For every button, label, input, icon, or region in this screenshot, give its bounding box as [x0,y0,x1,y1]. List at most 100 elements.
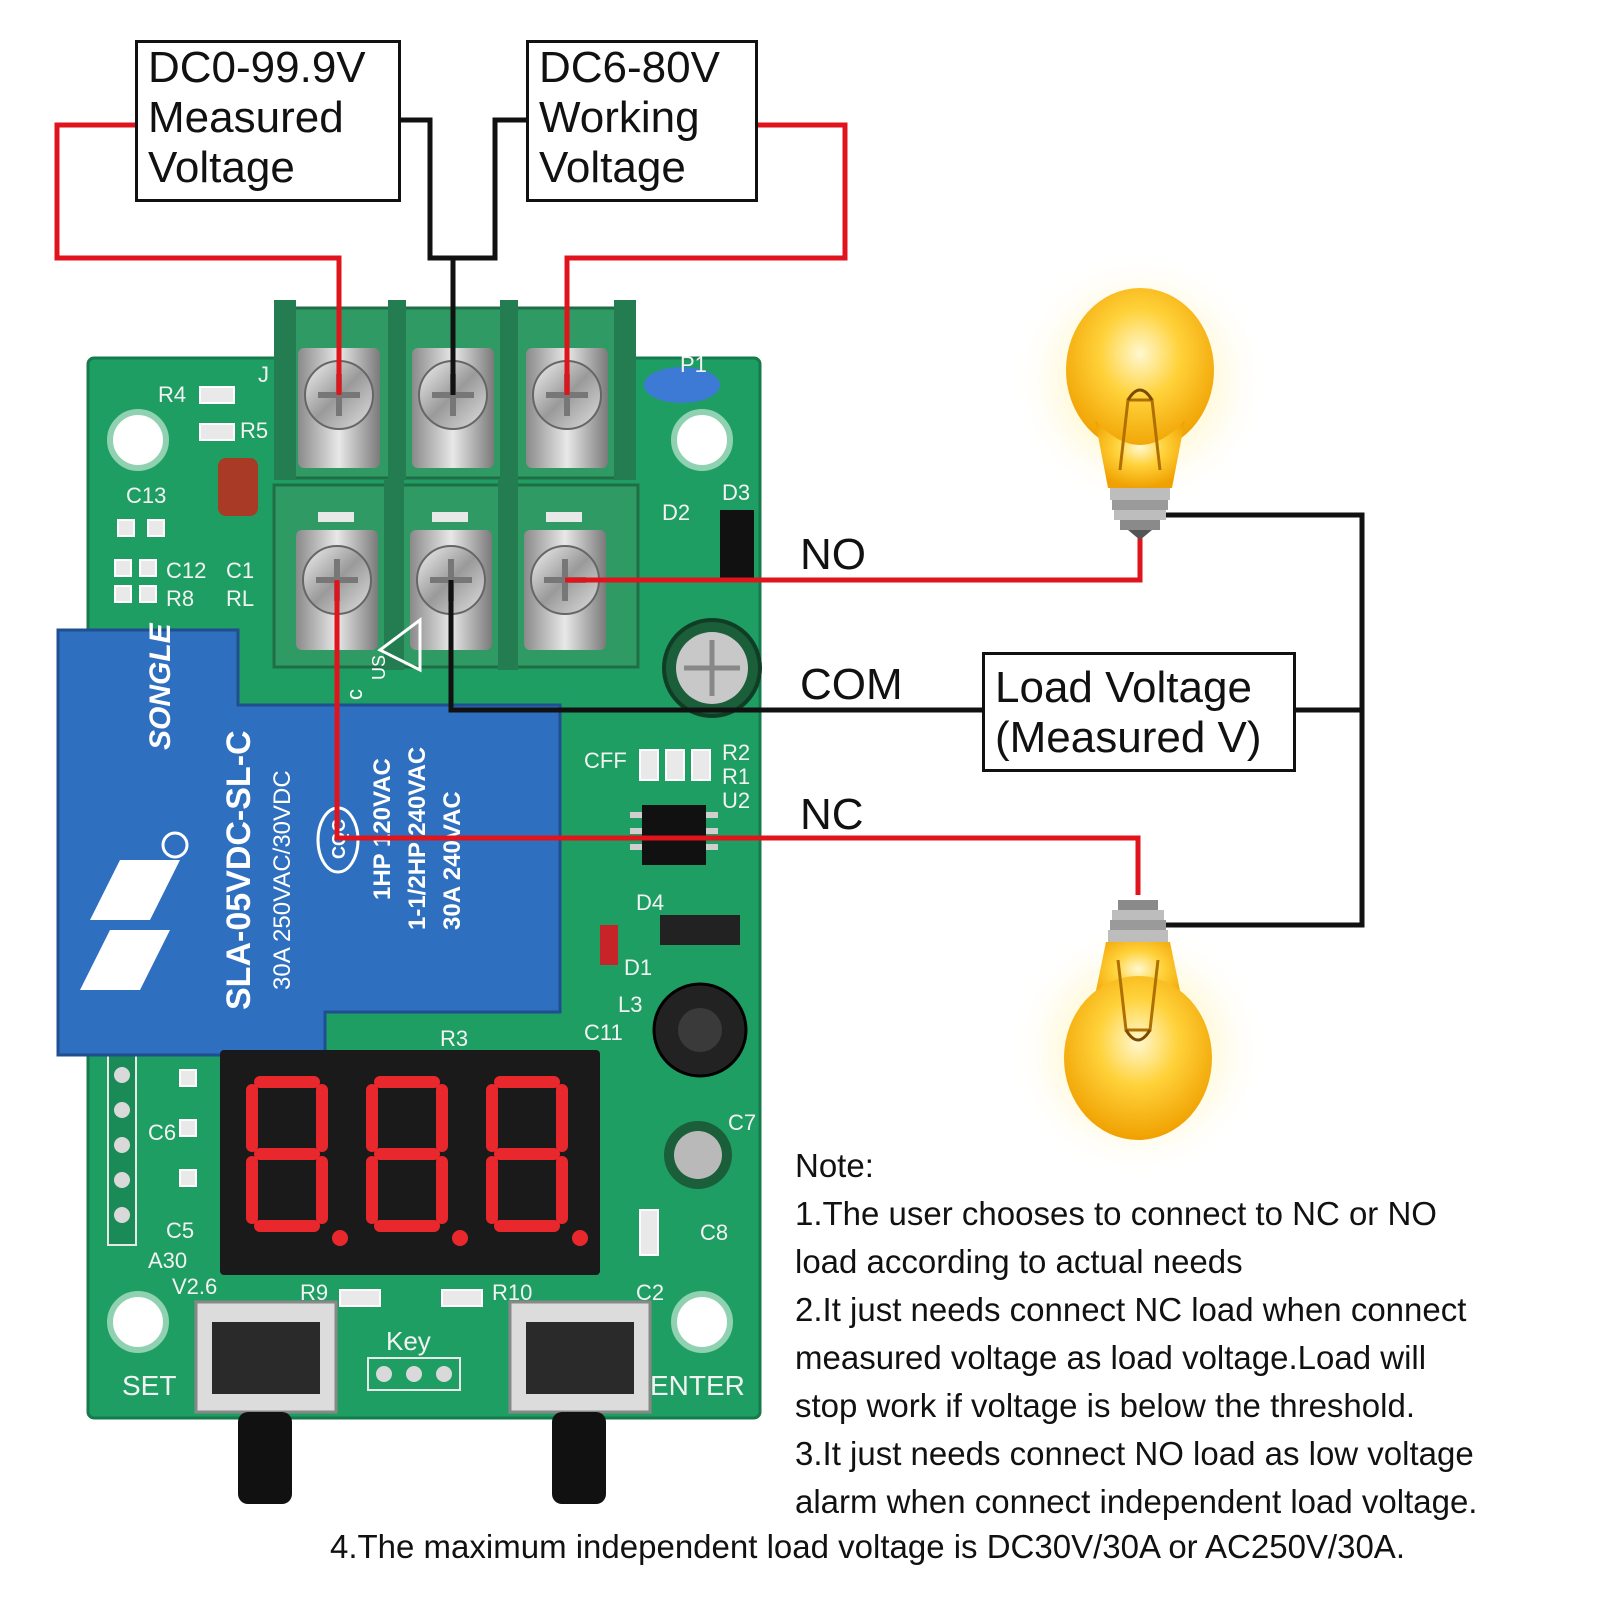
terminal-block [272,300,640,670]
svg-text:SET: SET [122,1370,176,1401]
svg-text:U2: U2 [722,788,750,813]
svg-text:C11: C11 [584,1020,623,1045]
wire-com-black [448,580,982,713]
silk-u2: U2 [722,788,750,813]
mounting-hole [107,409,169,471]
svg-text:J: J [258,362,269,387]
silk-c5: C5 [166,1218,194,1243]
varistor [644,367,720,403]
mounting-hole [671,409,733,471]
svg-text:Key: Key [386,1326,431,1356]
measured-voltage-box: DC0-99.9V Measured Voltage [135,40,401,202]
silk-r1: R1 [722,764,750,789]
silk-d2: D2 [662,500,690,525]
svg-text:C7: C7 [728,1110,756,1135]
songle-logo-icon [80,831,189,990]
svg-text:A30: A30 [148,1248,187,1273]
svg-text:R1: R1 [722,764,750,789]
silk-c8: C8 [700,1220,728,1245]
mounting-hole [107,1291,169,1353]
enter-button[interactable] [508,1300,652,1504]
measured-line-3: Voltage [148,143,295,192]
silk-set: SET [122,1370,176,1401]
load-line-2: (Measured V) [995,713,1262,762]
light-bulb-icon [1010,250,1270,540]
wires [54,117,1365,928]
wire-nc-red [334,580,1141,895]
svg-text:R8: R8 [166,586,194,611]
working-voltage-box: DC6-80V Working Voltage [526,40,758,202]
svg-text:R4: R4 [158,382,186,407]
svg-text:RL: RL [226,586,254,611]
seven-segment-display: 888 [220,1050,600,1275]
silk-c11: C11 [584,1020,623,1045]
svg-text:L3: L3 [618,992,642,1017]
svg-text:R3: R3 [440,1026,468,1051]
silk-j: J [258,362,269,387]
relay-ul-us: US [369,655,389,680]
silk-l3: L3 [618,992,642,1017]
notes-block: Note: 1.The user chooses to connect to N… [795,1142,1585,1526]
working-line-2: Working [539,93,700,142]
svg-text:V2.6: V2.6 [172,1274,217,1299]
note-line-1: 1.The user chooses to connect to NC or N… [795,1195,1437,1232]
terminal-label-com: COM [800,660,903,709]
silk-r2: R2 [722,740,750,765]
silk-c12: C12 [166,558,206,583]
note-line-6: 3.It just needs connect NO load as low v… [795,1435,1474,1472]
silk-c1: C1 [226,558,254,583]
svg-text:D3: D3 [722,480,750,505]
silk-r5: R5 [240,418,268,443]
silk-enter: ENTER [650,1370,745,1401]
load-voltage-box: Load Voltage (Measured V) [982,652,1296,772]
mounting-hole [671,1291,733,1353]
silk-d1: D1 [624,955,652,980]
wire-ground-split [398,117,528,261]
light-bulb-icon [1008,900,1268,1180]
diode-d3 [720,510,754,580]
svg-text:C8: C8 [700,1220,728,1245]
wire-no-red [565,536,1143,583]
silk-c13: C13 [126,483,166,508]
svg-text:C13: C13 [126,483,166,508]
terminal-label-no: NO [800,530,866,579]
svg-text:D2: D2 [662,500,690,525]
key-header [367,1357,461,1391]
wire-bulb-return [1160,512,1365,928]
silk-cff: CFF [584,748,627,773]
note-line-5: stop work if voltage is below the thresh… [795,1387,1415,1424]
working-line-1: DC6-80V [539,43,720,92]
relay: SONGLE SLA-05VDC-SL-C 30A 250VAC/30VDC 1… [56,617,562,1057]
silk-r4: R4 [158,382,186,407]
wire-working-red [564,122,848,395]
note-line-8: 4.The maximum independent load voltage i… [330,1528,1405,1565]
svg-text:C6: C6 [148,1120,176,1145]
svg-text:P1: P1 [680,352,707,377]
note-line-4: measured voltage as load voltage.Load wi… [795,1339,1427,1376]
svg-text:ENTER: ENTER [650,1370,745,1401]
svg-text:C5: C5 [166,1218,194,1243]
silk-p1: P1 [680,352,707,377]
relay-brand: SONGLE [144,622,177,750]
relay-ul-c: c [342,689,367,700]
silk-r8: R8 [166,586,194,611]
svg-text:D1: D1 [624,955,652,980]
relay-model: SLA-05VDC-SL-C [220,730,258,1010]
diode-d4 [660,915,740,945]
header-pins [107,1054,137,1246]
svg-text:C12: C12 [166,558,206,583]
silk-a30: A30 [148,1248,187,1273]
note-line-7: alarm when connect independent load volt… [795,1483,1478,1520]
silk-d4: D4 [636,890,664,915]
relay-rating: 30A 250VAC/30VDC [269,770,296,990]
terminal-label-nc: NC [800,790,864,839]
set-button[interactable] [194,1300,338,1504]
working-line-3: Voltage [539,143,686,192]
svg-text:D4: D4 [636,890,664,915]
svg-text:C1: C1 [226,558,254,583]
measured-line-1: DC0-99.9V [148,43,366,92]
silk-rl: RL [226,586,254,611]
relay-line3: 30A 240VAC [439,791,466,930]
silk-r3: R3 [440,1026,468,1051]
